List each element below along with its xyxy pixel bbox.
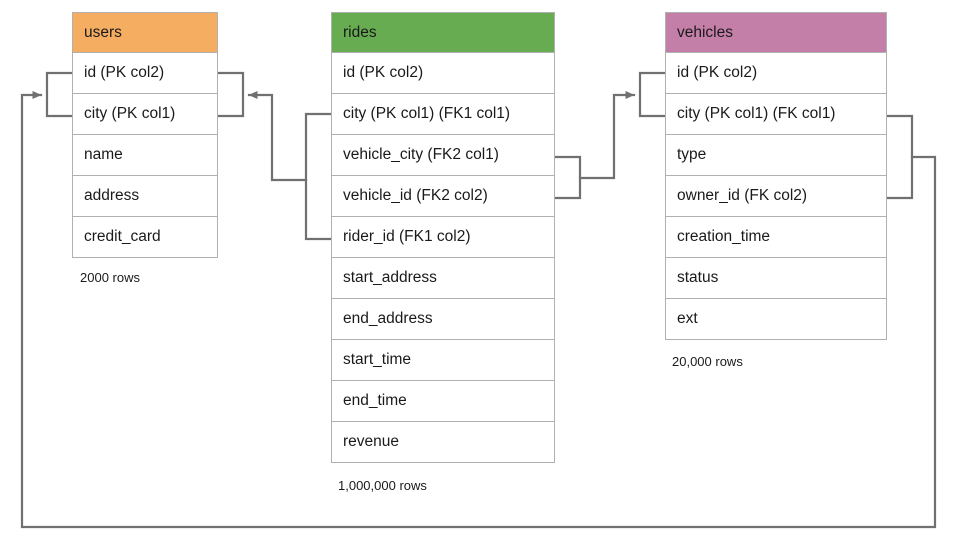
table-rides-column-1[interactable]: city (PK col1) (FK1 col1) (331, 94, 555, 135)
table-users-column-2[interactable]: name (72, 135, 218, 176)
table-rides-column-3[interactable]: vehicle_id (FK2 col2) (331, 176, 555, 217)
table-rides-row-count: 1,000,000 rows (338, 478, 427, 493)
table-rides-column-9[interactable]: revenue (331, 422, 555, 463)
table-rides-column-0[interactable]: id (PK col2) (331, 53, 555, 94)
table-rides[interactable]: rides id (PK col2) city (PK col1) (FK1 c… (331, 12, 555, 463)
table-rides-column-5[interactable]: start_address (331, 258, 555, 299)
table-vehicles-column-5[interactable]: status (665, 258, 887, 299)
table-vehicles-column-2[interactable]: type (665, 135, 887, 176)
table-vehicles[interactable]: vehicles id (PK col2) city (PK col1) (FK… (665, 12, 887, 340)
table-users-header: users (72, 12, 218, 53)
connector-rides-to-vehicles (578, 91, 636, 180)
table-rides-column-4[interactable]: rider_id (FK1 col2) (331, 217, 555, 258)
connector-vehicles-left-bracket (638, 71, 667, 118)
connector-vehicles-right-bracket (885, 114, 914, 200)
table-vehicles-column-4[interactable]: creation_time (665, 217, 887, 258)
table-rides-header: rides (331, 12, 555, 53)
table-users[interactable]: users id (PK col2) city (PK col1) name a… (72, 12, 218, 258)
connector-rides-to-users (247, 91, 308, 182)
table-rides-column-6[interactable]: end_address (331, 299, 555, 340)
connector-rides-left-bracket (304, 112, 333, 241)
table-users-row-count: 2000 rows (80, 270, 140, 285)
table-users-column-4[interactable]: credit_card (72, 217, 218, 258)
connector-rides-right-bracket (553, 155, 582, 200)
table-vehicles-column-6[interactable]: ext (665, 299, 887, 340)
connector-users-right-bracket (216, 71, 245, 118)
connector-users-left-bracket (45, 71, 74, 118)
table-users-column-0[interactable]: id (PK col2) (72, 53, 218, 94)
table-rides-column-7[interactable]: start_time (331, 340, 555, 381)
table-users-column-1[interactable]: city (PK col1) (72, 94, 218, 135)
table-users-column-3[interactable]: address (72, 176, 218, 217)
table-vehicles-row-count: 20,000 rows (672, 354, 743, 369)
table-vehicles-column-0[interactable]: id (PK col2) (665, 53, 887, 94)
table-vehicles-column-1[interactable]: city (PK col1) (FK col1) (665, 94, 887, 135)
table-rides-column-8[interactable]: end_time (331, 381, 555, 422)
table-rides-column-2[interactable]: vehicle_city (FK2 col1) (331, 135, 555, 176)
table-vehicles-header: vehicles (665, 12, 887, 53)
table-vehicles-column-3[interactable]: owner_id (FK col2) (665, 176, 887, 217)
